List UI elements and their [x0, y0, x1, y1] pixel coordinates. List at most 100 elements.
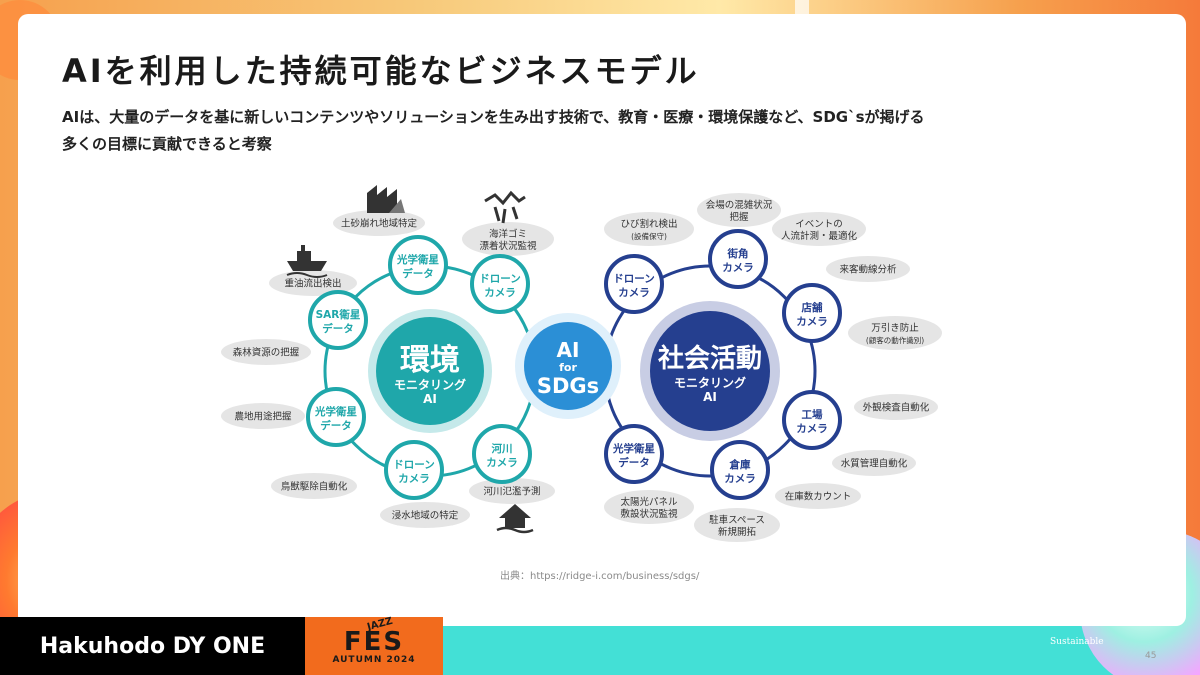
- subtitle-line-2: 多くの目標に貢献できると考察: [62, 135, 272, 153]
- soc-bubble: ひび割れ検出(設備保守): [604, 212, 694, 246]
- env-node-label: カメラ: [484, 287, 516, 299]
- soc-bubble-label: (顧客の動作識別): [866, 335, 924, 345]
- center-hub-line3: SDGs: [537, 374, 599, 398]
- soc-node-label: カメラ: [618, 287, 650, 299]
- soc-bubble-group: ひび割れ検出(設備保守)会場の混雑状況把握イベントの人流計測・最適化来客動線分析…: [604, 193, 942, 542]
- tag-sustainable: Sustainable: [1050, 637, 1104, 647]
- flooded-house-icon: [496, 504, 534, 534]
- soc-bubble: 来客動線分析: [826, 256, 910, 282]
- page-subtitle: AIは、大量のデータを基に新しいコンテンツやソリューションを生み出す技術で、教育…: [62, 104, 1122, 158]
- soc-bubble-label: ひび割れ検出: [620, 218, 677, 230]
- soc-hub-line1: 社会活動: [658, 343, 762, 374]
- jazz-fes-logo: JAZZ FES AUTUMN 2024: [305, 616, 443, 675]
- subtitle-line-1: AIは、大量のデータを基に新しいコンテンツやソリューションを生み出す技術で、教育…: [62, 108, 925, 126]
- soc-node-label: カメラ: [796, 316, 828, 328]
- marine-debris-icon: [484, 190, 526, 224]
- soc-node-label: ドローン: [613, 273, 654, 285]
- soc-node-label: 倉庫: [729, 458, 751, 471]
- soc-bubble-label: 太陽光パネル: [620, 496, 678, 508]
- env-node-label: 光学衛星: [314, 405, 357, 418]
- env-node-group: 光学衛星データドローンカメラ河川カメラドローンカメラ光学衛星データSAR衛星デー…: [306, 235, 532, 500]
- soc-hub: 社会活動 モニタリング AI: [640, 301, 780, 441]
- soc-bubble: 万引き防止(顧客の動作識別): [848, 316, 942, 350]
- env-bubble-label: 浸水地域の特定: [392, 510, 459, 522]
- page-title: AIを利用した持続可能なビジネスモデル: [62, 52, 700, 90]
- fes-sub-text: AUTUMN 2024: [332, 655, 416, 665]
- env-bubble: 土砂崩れ地域特定: [333, 210, 425, 236]
- soc-node-label: カメラ: [722, 262, 754, 274]
- soc-hub-line3: AI: [703, 390, 717, 404]
- source-citation: 出典：https://ridge-i.com/business/sdgs/: [500, 571, 700, 582]
- env-bubble: 農地用途把握: [221, 403, 305, 429]
- soc-bubble-label: 来客動線分析: [839, 264, 897, 276]
- env-bubble-label: 森林資源の把握: [233, 347, 300, 359]
- soc-bubble-label: 駐車スペース: [709, 514, 765, 526]
- soc-node-label: 店舗: [801, 301, 823, 314]
- factory-landslide-icon: [367, 185, 405, 213]
- soc-node-label: 光学衛星: [612, 442, 655, 455]
- soc-bubble-label: 外観検査自動化: [863, 402, 930, 414]
- env-bubble-label: 漂着状況監視: [479, 240, 537, 252]
- soc-bubble-label: 万引き防止: [871, 322, 919, 334]
- env-bubble-label: 重油流出検出: [284, 278, 341, 290]
- env-hub: 環境 モニタリング AI: [368, 309, 492, 433]
- soc-bubble-label: 水質管理自動化: [841, 458, 908, 470]
- oil-tanker-icon: [286, 245, 328, 278]
- soc-bubble-label: 敷設状況監視: [620, 508, 678, 520]
- env-bubble-label: 農地用途把握: [234, 411, 292, 423]
- slide-card: [18, 14, 1186, 626]
- soc-bubble-label: 会場の混雑状況: [706, 199, 773, 211]
- fes-main-text: FES: [343, 627, 405, 657]
- env-node-label: データ: [322, 322, 354, 335]
- soc-bubble: 水質管理自動化: [832, 450, 916, 476]
- brand-logo: Hakuhodo DY ONE: [0, 617, 305, 675]
- center-hub-line1: AI: [557, 338, 580, 362]
- env-bubble-label: 土砂崩れ地域特定: [341, 218, 418, 230]
- env-node-label: データ: [320, 419, 352, 432]
- env-bubble: 河川氾濫予測: [469, 478, 555, 504]
- env-hub-line1: 環境: [400, 343, 460, 378]
- env-bubble: 森林資源の把握: [221, 339, 311, 365]
- env-node-label: ドローン: [479, 273, 520, 285]
- soc-node-label: 工場: [802, 408, 823, 421]
- env-node-label: カメラ: [486, 457, 518, 469]
- soc-bubble: 外観検査自動化: [854, 394, 938, 420]
- env-bubble-group: 土砂崩れ地域特定海洋ゴミ漂着状況監視重油流出検出森林資源の把握農地用途把握鳥獣駆…: [221, 210, 555, 528]
- env-node-label: ドローン: [393, 459, 434, 471]
- tag-persistent: Persistent: [1113, 613, 1159, 623]
- soc-node-label: データ: [618, 456, 650, 469]
- soc-bubble-label: 在庫数カウント: [785, 491, 852, 503]
- soc-node-label: カメラ: [724, 473, 756, 485]
- env-bubble: 鳥獣駆除自動化: [271, 473, 357, 499]
- soc-hub-line2: モニタリング: [674, 375, 746, 390]
- env-bubble-label: 海洋ゴミ: [489, 228, 527, 240]
- env-bubble: 重油流出検出: [269, 270, 357, 296]
- soc-bubble-label: (設備保守): [631, 231, 667, 241]
- center-hub-line2: for: [559, 361, 577, 374]
- soc-bubble-label: 新規開拓: [718, 526, 757, 538]
- env-hub-line2: モニタリング: [394, 377, 466, 392]
- env-node-label: SAR衛星: [316, 308, 361, 321]
- page-number: 45: [1145, 651, 1157, 661]
- env-node-label: 河川: [492, 443, 513, 455]
- soc-bubble-label: 人流計測・最適化: [781, 230, 858, 242]
- env-node-label: データ: [402, 267, 434, 280]
